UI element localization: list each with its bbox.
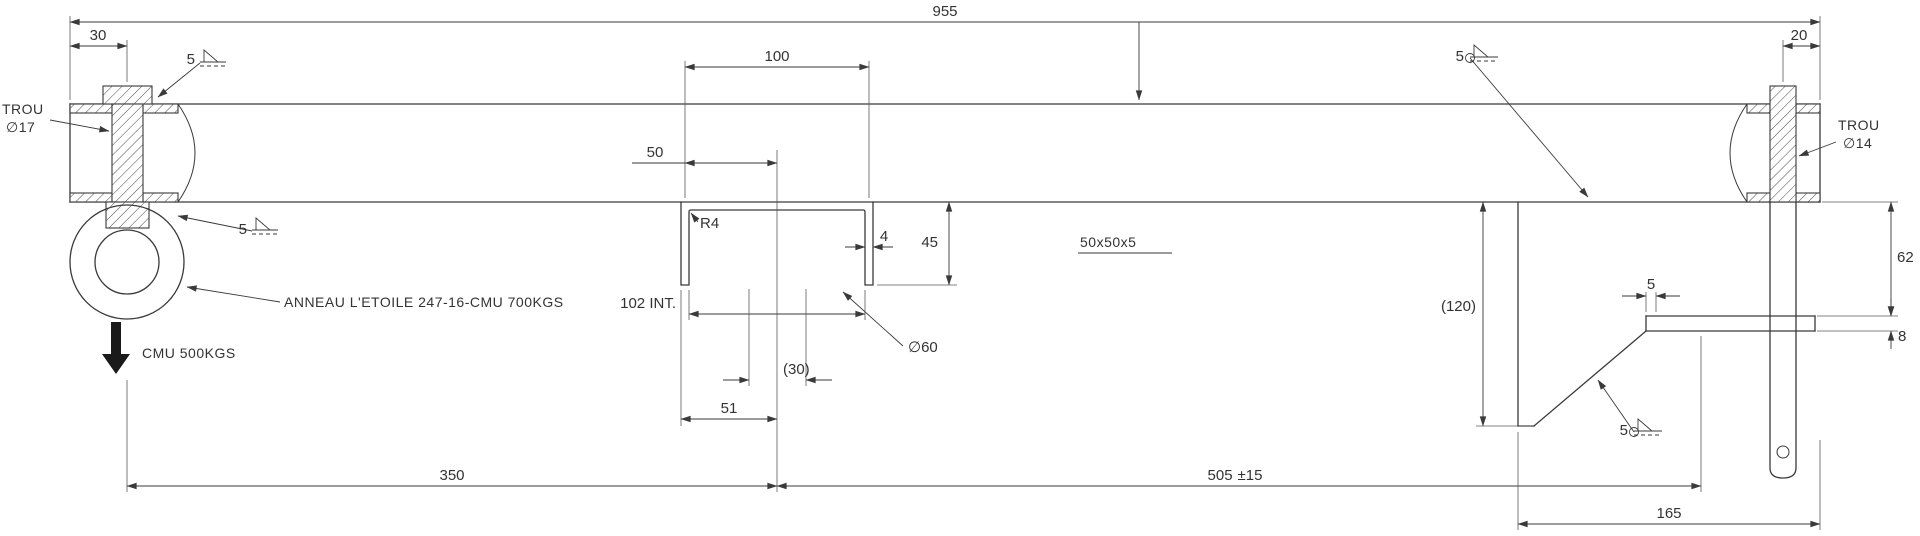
lifting-ring [69,204,185,320]
dim-leg-height: 45 [921,234,938,251]
break-line-right [1729,103,1748,203]
load-arrow-icon [102,322,130,374]
dim-edge-to-axis: 51 [721,400,738,417]
dim-right-offset-lines [1782,40,1821,82]
label-ring-note: ANNEAU L'ETOILE 247-16-CMU 700KGS [284,294,564,310]
dim-radius: R4 [700,215,719,232]
dim-slot-width-lines [723,289,832,386]
leader-hole-left [49,119,110,133]
label-hole-right: TROU ∅14 [1798,117,1880,157]
dim-bracket-drop-lines [1476,201,1532,427]
dim-plate-gap-lines [1622,292,1680,312]
beam-outline [69,103,1821,203]
weld-value-right-top: 5 [1456,48,1464,65]
weld-fillet-icon-left-ring: 5 [177,214,278,238]
right-gusset-bracket [1517,201,1816,427]
dim-interior-width: 102 INT. [620,295,676,312]
label-beam-section: 50x50x5 [1080,234,1136,250]
dim-channel-half: 50 [647,144,664,161]
hole-right-text-2: ∅14 [1843,135,1872,151]
label-beam-section-group: 50x50x5 [1078,234,1172,254]
dim-channel-width: 100 [764,48,789,65]
dim-wall-thickness: 4 [880,228,888,245]
dim-slot-width: (30) [783,361,810,378]
dim-leg-height-lines [877,201,957,286]
dim-overall-lines [69,16,1821,101]
leader-hole-right [1798,141,1837,157]
pin-hole [1776,445,1790,459]
dim-bracket-length: 165 [1656,505,1681,522]
weld-fillet-icon-right-top: 5 [1456,44,1589,198]
dim-bracket-length-lines [1517,432,1821,530]
break-line-left [177,103,196,203]
hole-right-text-1: TROU [1838,117,1880,133]
leader-tube-diameter [842,291,904,347]
dim-left-offset-lines [69,40,128,82]
weld-fillet-icon-right-bottom: 5 [1597,379,1662,439]
label-hole-left: TROU ∅17 [2,101,110,135]
right-pin [1769,85,1797,479]
leader-radius [690,212,700,223]
left-pin [102,85,153,229]
dim-plate-drop: 62 [1897,249,1914,266]
dim-channel-width-lines [684,61,870,198]
dim-edge-to-axis-lines [680,290,778,426]
weld-value-right-bottom: 5 [1620,422,1628,439]
dim-plate-gap: 5 [1647,276,1655,293]
weld-fillet-icon-left-top: 5 [157,49,226,98]
weld-value-left-top: 5 [187,51,195,68]
dim-overall: 955 [932,3,957,20]
dim-span-lines [126,336,1702,492]
dim-interior-width-lines [688,290,866,320]
dim-tube-diameter: ∅60 [908,339,938,356]
dim-plate-drop-lines [1817,201,1898,317]
hole-left-text-2: ∅17 [6,119,35,135]
leader-ring-note [186,285,281,303]
dim-right-offset: 20 [1791,27,1808,44]
dim-left-offset: 30 [90,27,107,44]
dim-bracket-drop: (120) [1441,298,1476,315]
dim-span-left: 350 [439,467,464,484]
label-load-note: CMU 500KGS [142,345,236,361]
weld-value-left-ring: 5 [239,221,247,238]
dim-span-right: 505±15 [1208,467,1263,484]
hole-left-text-1: TROU [2,101,44,117]
dim-plate-thickness: 8 [1898,328,1906,345]
dim-plate-thickness-lines [1817,298,1898,349]
